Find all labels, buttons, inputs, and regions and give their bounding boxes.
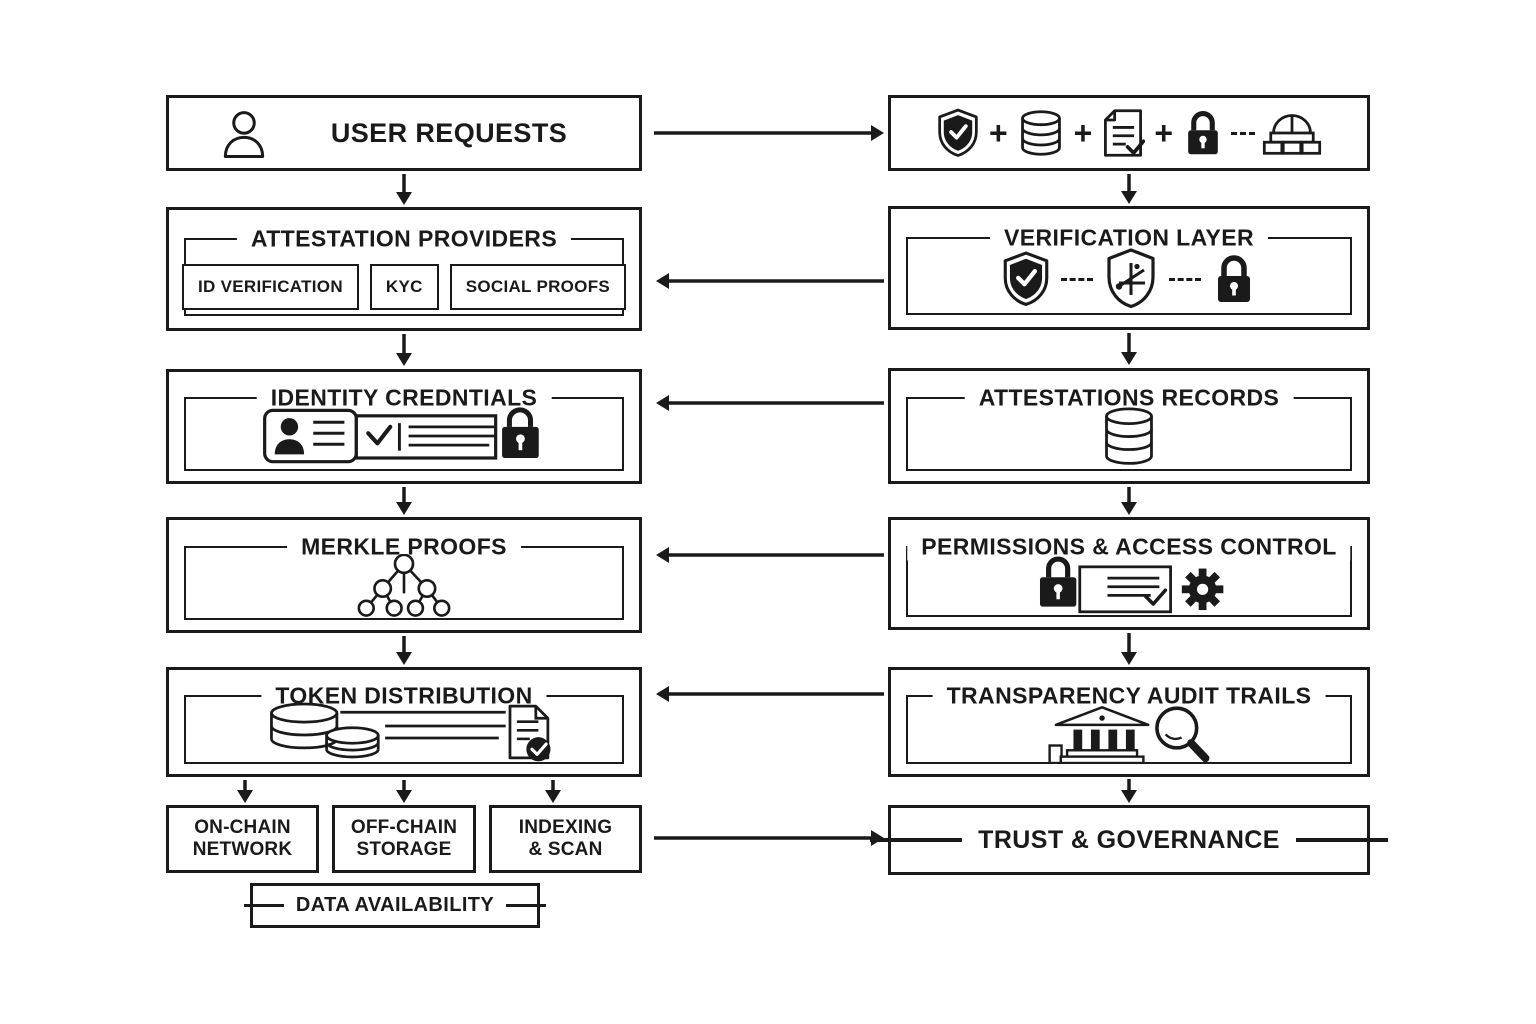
- id-verification-label: ID VERIFICATION: [197, 277, 343, 296]
- verification-layer-title: VERIFICATION LAYER: [989, 224, 1269, 252]
- dashed-connector: [1061, 277, 1093, 281]
- arrow-attestation-providers-to-identity-credentials: [396, 334, 412, 366]
- database-icon: [1099, 405, 1159, 469]
- token-distribution-frame: TOKEN DISTRIBUTION: [184, 682, 624, 764]
- on-chain-network-label: ON-CHAIN NETWORK: [192, 816, 293, 860]
- request-stack-box: + + +: [888, 95, 1370, 171]
- title-dash-left: [243, 903, 284, 908]
- transparency-audit-trails-box: TRANSPARENCY AUDIT TRAILS: [888, 667, 1370, 777]
- dashed-connector: [1169, 277, 1201, 281]
- data-availability-label: DATA AVAILABILITY: [295, 894, 495, 916]
- lock-document-gear-icon: [1017, 553, 1242, 617]
- transparency-audit-trails-title: TRANSPARENCY AUDIT TRAILS: [932, 682, 1326, 710]
- arrow-permissions-to-merkle-proofs: [656, 547, 884, 563]
- id-verification-box: ID VERIFICATION: [181, 264, 359, 310]
- on-chain-network-box: ON-CHAIN NETWORK: [166, 805, 319, 873]
- arrow-user-requests-to-request-stack: [654, 125, 884, 141]
- data-availability-box: DATA AVAILABILITY: [243, 883, 547, 928]
- kyc-label: KYC: [385, 277, 423, 296]
- arrow-permissions-to-transparency: [1121, 633, 1137, 665]
- indexing-scan-label: INDEXING & SCAN: [518, 816, 613, 860]
- arrow-indexing-scan-to-trust-governance: [654, 830, 884, 846]
- identity-credentials-box: IDENTITY CREDNTIALS: [166, 369, 642, 484]
- identity-credentials-frame: IDENTITY CREDNTIALS: [184, 384, 624, 471]
- dashed-connector: [1231, 131, 1256, 135]
- off-chain-storage-label: OFF-CHAIN STORAGE: [350, 816, 458, 860]
- arrow-identity-credentials-to-merkle-proofs: [396, 487, 412, 515]
- person-icon: [217, 108, 271, 164]
- blockchain-dome-icon: [1262, 109, 1322, 157]
- bank-audit-icon: [1022, 701, 1237, 763]
- attestation-providers-title: ATTESTATION PROVIDERS: [236, 225, 572, 253]
- plus-separator: +: [988, 115, 1008, 151]
- attestations-records-box: ATTESTATIONS RECORDS: [888, 368, 1370, 484]
- shield-check-icon: [1001, 251, 1051, 307]
- arrow-user-requests-to-attestation-providers: [396, 174, 412, 205]
- permissions-access-control-frame: PERMISSIONS & ACCESS CONTROL: [906, 533, 1352, 617]
- arrow-transparency-to-trust-governance: [1121, 779, 1137, 803]
- arrow-verification-layer-to-attestation-providers: [656, 273, 884, 289]
- social-proofs-box: SOCIAL PROOFS: [449, 264, 627, 310]
- database-icon: [1017, 109, 1065, 157]
- token-distribution-icon: [232, 701, 577, 763]
- lock-icon: [1182, 108, 1224, 158]
- document-check-icon: [1101, 108, 1146, 158]
- verification-layer-frame: VERIFICATION LAYER: [906, 224, 1352, 315]
- plus-separator: +: [1073, 115, 1093, 151]
- indexing-scan-box: INDEXING & SCAN: [489, 805, 642, 873]
- identity-credentials-title: IDENTITY CREDNTIALS: [256, 384, 552, 412]
- lock-icon: [1211, 252, 1257, 306]
- arrow-token-distribution-to-indexing-scan: [545, 780, 561, 803]
- arrow-attestations-records-to-identity-credentials: [656, 395, 884, 411]
- arrow-transparency-to-token-distribution: [656, 686, 884, 702]
- merkle-proofs-frame: MERKLE PROOFS: [184, 533, 624, 620]
- attestation-providers-box: ATTESTATION PROVIDERS ID VERIFICATION KY…: [166, 207, 642, 331]
- social-proofs-label: SOCIAL PROOFS: [465, 277, 611, 296]
- arrow-attestations-records-to-permissions: [1121, 487, 1137, 515]
- plus-separator: +: [1154, 115, 1174, 151]
- arrow-token-distribution-to-off-chain-storage: [396, 780, 412, 803]
- merkle-proofs-box: MERKLE PROOFS: [166, 517, 642, 633]
- attestation-providers-frame: ATTESTATION PROVIDERS ID VERIFICATION KY…: [181, 225, 627, 316]
- permissions-access-control-box: PERMISSIONS & ACCESS CONTROL: [888, 517, 1370, 630]
- trust-governance-label: TRUST & GOVERNANCE: [978, 825, 1280, 854]
- arrow-merkle-proofs-to-token-distribution: [396, 636, 412, 665]
- permissions-access-control-title: PERMISSIONS & ACCESS CONTROL: [907, 533, 1351, 561]
- arrow-token-distribution-to-on-chain-network: [237, 780, 253, 803]
- title-dash-left: [870, 838, 963, 842]
- attestations-records-frame: ATTESTATIONS RECORDS: [906, 384, 1352, 471]
- arrow-verification-layer-to-attestations-records: [1121, 333, 1137, 365]
- verification-layer-box: VERIFICATION LAYER: [888, 206, 1370, 330]
- transparency-audit-trails-frame: TRANSPARENCY AUDIT TRAILS: [906, 682, 1352, 764]
- shield-check-icon: [936, 108, 980, 158]
- arrow-request-stack-to-verification-layer: [1121, 174, 1137, 204]
- trust-governance-box: TRUST & GOVERNANCE: [870, 805, 1388, 875]
- off-chain-storage-box: OFF-CHAIN STORAGE: [332, 805, 476, 873]
- title-dash-right: [506, 903, 547, 908]
- token-distribution-box: TOKEN DISTRIBUTION: [166, 667, 642, 777]
- identity-credential-icon: [249, 403, 559, 469]
- title-dash-right: [1295, 838, 1388, 842]
- kyc-box: KYC: [369, 264, 439, 310]
- merkle-tree-icon: [349, 554, 459, 618]
- shield-network-icon: [1103, 248, 1159, 310]
- attestations-records-title: ATTESTATIONS RECORDS: [964, 384, 1294, 412]
- user-requests-box: USER REQUESTS: [166, 95, 642, 171]
- user-requests-label: USER REQUESTS: [330, 117, 568, 148]
